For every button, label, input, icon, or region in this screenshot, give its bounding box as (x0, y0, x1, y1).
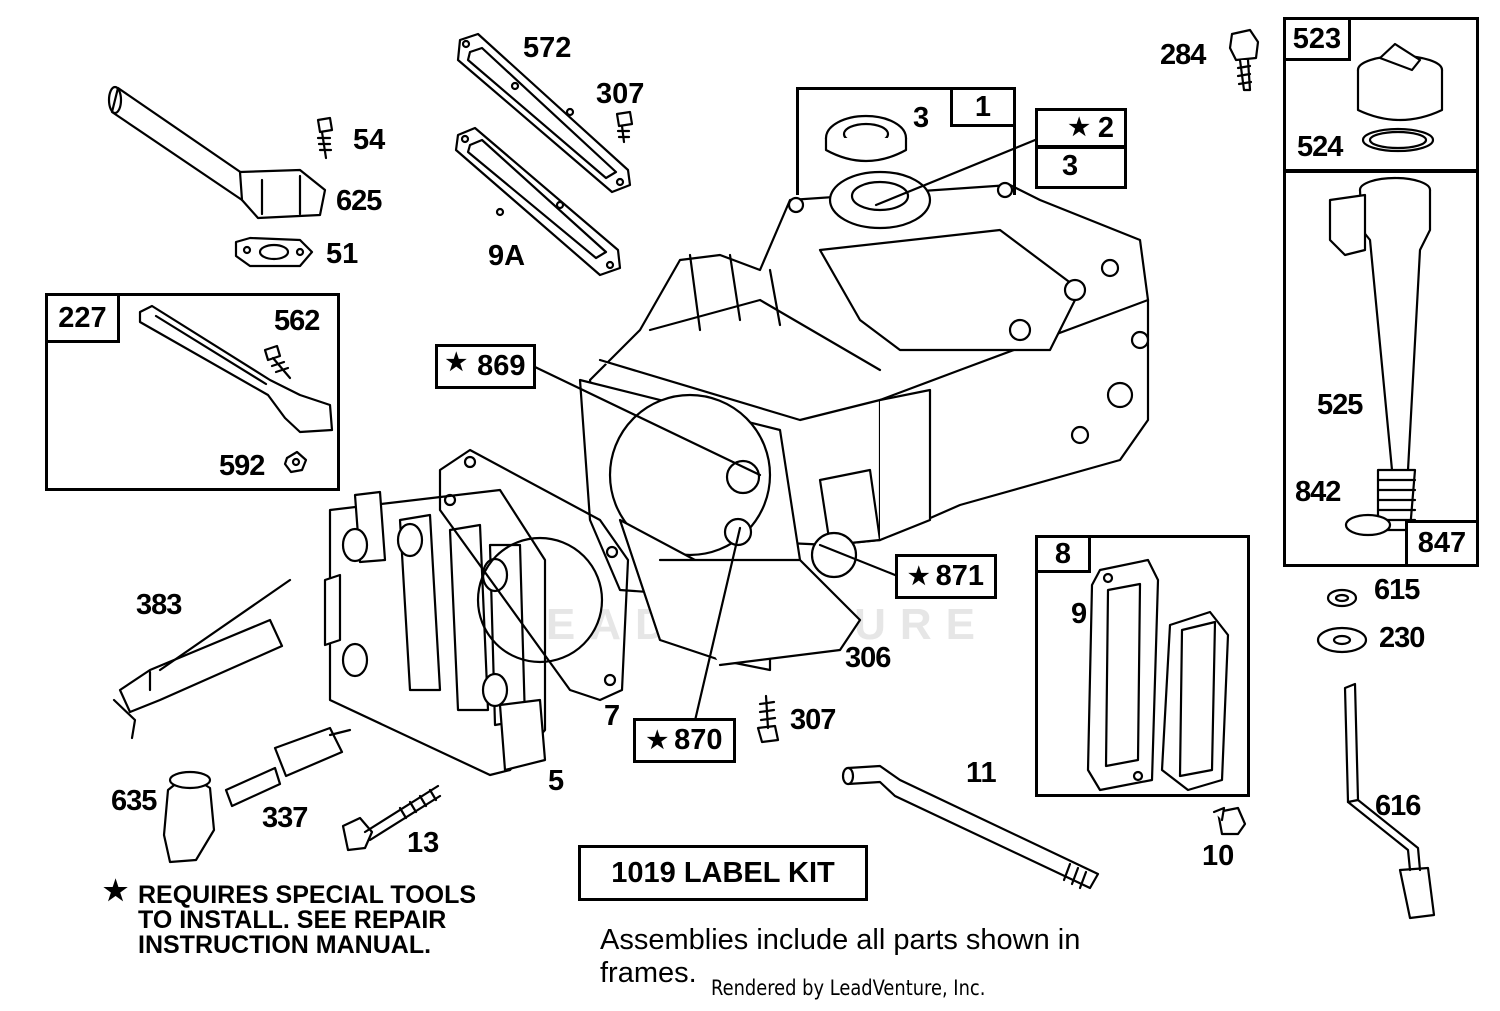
label-5: 5 (548, 765, 565, 797)
leader-2 (874, 136, 1042, 207)
label-3-top: 3 (913, 102, 930, 134)
frame-847-tag: 847 (1405, 520, 1479, 567)
tube-11 (841, 764, 1100, 890)
gasket-9a (454, 126, 622, 277)
label-525: 525 (1317, 389, 1363, 421)
callout-871: ★ 871 (895, 554, 997, 599)
bolt-13 (341, 784, 442, 852)
frame-227 (45, 293, 340, 491)
frame-523-tag: 523 (1283, 17, 1351, 61)
bolt-54 (316, 116, 334, 160)
label-592: 592 (219, 450, 265, 482)
label-383: 383 (136, 589, 182, 621)
footnote-line-2: TO INSTALL. SEE REPAIR (138, 906, 447, 934)
label-307-top: 307 (596, 78, 645, 110)
bolt-284 (1228, 28, 1260, 92)
assemblies-note: Assemblies include all parts shown in fr… (600, 924, 1081, 989)
label-524: 524 (1297, 131, 1343, 163)
frame-227-tag: 227 (45, 293, 120, 343)
label-337: 337 (262, 802, 308, 834)
frame-8 (1035, 535, 1250, 797)
engine-block (578, 170, 1150, 672)
star-icon: ★ (445, 349, 468, 376)
label-3-box: 3 (1062, 150, 1079, 182)
nut-615 (1326, 588, 1358, 608)
governor-lever-227 (138, 304, 334, 474)
head-gasket-7 (438, 448, 630, 702)
callout-2: ★ 2 (1035, 108, 1127, 148)
oil-seal-3 (824, 114, 908, 163)
bolt-307-mid (756, 694, 780, 744)
cylinder-head (323, 488, 547, 777)
breather-gasket-9 (1086, 558, 1160, 792)
label-10: 10 (1202, 840, 1235, 872)
label-306: 306 (845, 642, 891, 674)
label-9a: 9A (488, 240, 526, 272)
footnote-star-icon: ★ (103, 875, 129, 906)
label-307-mid: 307 (790, 704, 836, 736)
washer-230 (1316, 626, 1368, 654)
bolt-10 (1212, 806, 1247, 836)
label-562: 562 (274, 305, 320, 337)
label-842: 842 (1295, 476, 1341, 508)
frame-8-tag: 8 (1035, 535, 1091, 573)
label-11: 11 (966, 757, 997, 789)
dipstick-616 (1343, 682, 1436, 920)
frame-847 (1283, 170, 1479, 567)
label-9: 9 (1071, 598, 1088, 630)
callout-870: ★ 870 (633, 718, 736, 763)
label-572: 572 (523, 32, 572, 64)
tool-383 (112, 578, 292, 740)
oil-fill-tube (1328, 176, 1432, 537)
gasket-51 (234, 236, 314, 268)
breather-cover (1160, 610, 1230, 792)
footnote-line-1: REQUIRES SPECIAL TOOLS (138, 881, 477, 909)
footnote-line-3: INSTRUCTION MANUAL. (138, 931, 432, 959)
render-credit: Rendered by LeadVenture, Inc. (711, 976, 986, 1000)
label-13: 13 (407, 827, 440, 859)
leader-869 (533, 365, 762, 477)
leader-870 (688, 526, 742, 744)
bolt-307-top (615, 110, 634, 144)
label-54: 54 (353, 124, 386, 156)
label-51: 51 (326, 238, 359, 270)
spark-plug-boot (162, 770, 216, 864)
label-616: 616 (1375, 790, 1421, 822)
label-230: 230 (1379, 622, 1425, 654)
callout-869: ★ 869 (435, 344, 536, 389)
label-615: 615 (1374, 574, 1420, 606)
label-kit-1019: 1019 LABEL KIT (578, 845, 868, 901)
gasket-572 (456, 32, 632, 194)
label-625: 625 (336, 185, 382, 217)
star-icon: ★ (1068, 114, 1090, 141)
oil-fill-cap (1356, 42, 1444, 153)
label-635: 635 (111, 785, 157, 817)
leader-871 (818, 543, 897, 577)
frame-1 (796, 87, 1016, 195)
label-7: 7 (604, 700, 621, 732)
star-icon: ★ (646, 726, 669, 754)
spark-plug (224, 726, 352, 808)
frame-1-tag: 1 (950, 87, 1016, 127)
star-icon: ★ (908, 562, 930, 590)
callout-3-box (1035, 146, 1127, 189)
label-284: 284 (1160, 39, 1206, 71)
breather-tube-drawing (107, 85, 327, 220)
